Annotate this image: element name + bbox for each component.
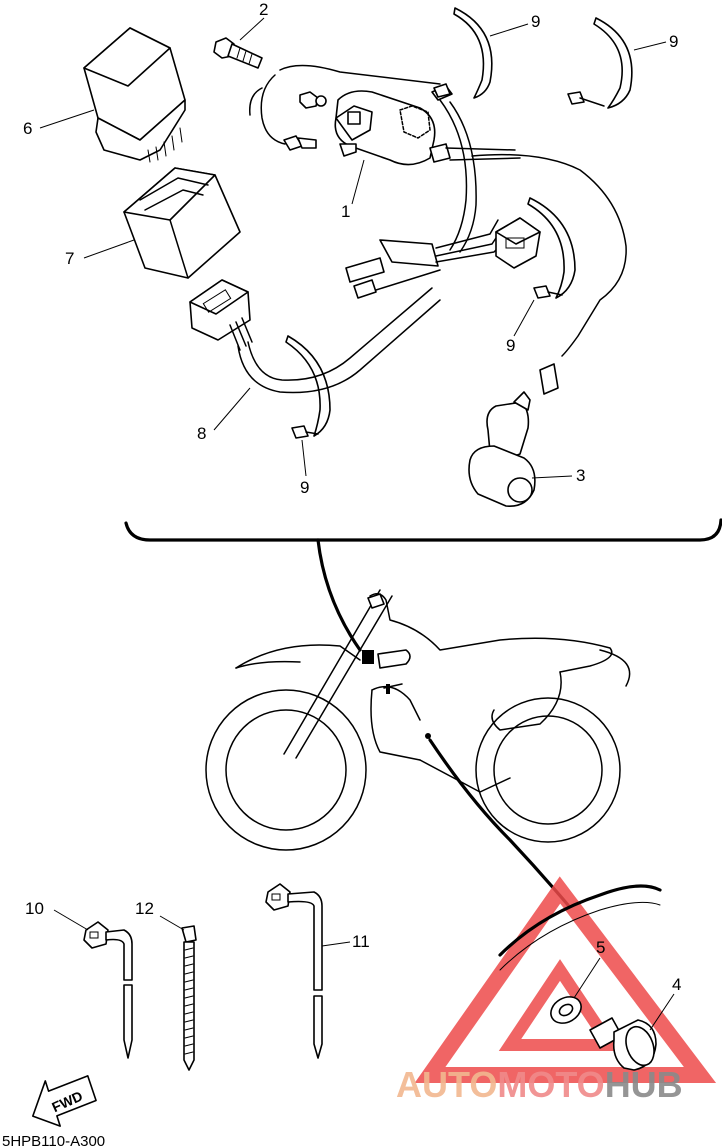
fwd-arrow: FWD — [32, 1075, 97, 1127]
watermark-text-auto: AUTO — [396, 1064, 497, 1105]
band-part-9-b — [567, 17, 633, 109]
rubber-cover-part-7 — [123, 167, 241, 279]
bolt-part-4 — [589, 1017, 657, 1071]
watermark-text: AUTOMOTOHUB — [396, 1064, 683, 1105]
callout-7: 7 — [65, 249, 74, 268]
callout-6: 6 — [23, 119, 32, 138]
watermark-triangle — [414, 876, 717, 1083]
band-part-9-c — [527, 197, 576, 299]
callout-4: 4 — [672, 975, 681, 994]
callout-9-mid-right: 9 — [506, 336, 515, 355]
detail-arc-inner — [499, 901, 661, 971]
detail-arc — [498, 884, 662, 957]
callout-9-lower-left: 9 — [300, 478, 309, 497]
band-part-11 — [265, 883, 323, 1059]
cable-tie-part-12 — [181, 925, 197, 1071]
watermark-logo — [414, 876, 717, 1083]
callout-5: 5 — [596, 938, 605, 957]
wire-harness-part-8 — [189, 153, 627, 394]
watermark-text-moto: MOTO — [497, 1064, 604, 1105]
band-part-10 — [83, 921, 133, 1059]
detail-pointer-line — [316, 538, 362, 652]
callout-12: 12 — [135, 899, 154, 918]
watermark-text-hub: HUB — [605, 1064, 683, 1105]
detail-bracket — [124, 518, 722, 542]
callout-1: 1 — [341, 202, 350, 221]
cdi-unit-part-6 — [83, 27, 186, 163]
washer-part-5 — [550, 996, 582, 1024]
callout-2: 2 — [259, 0, 268, 19]
callout-8: 8 — [197, 424, 206, 443]
bolt-part-2 — [213, 37, 263, 69]
band-part-9-a — [433, 7, 493, 99]
callout-11: 11 — [352, 932, 370, 951]
callout-3: 3 — [576, 466, 585, 485]
callout-9-top-right: 9 — [669, 32, 678, 51]
callout-10: 10 — [25, 899, 44, 918]
spark-plug-cap-part-3 — [468, 363, 559, 507]
ground-wire — [428, 738, 570, 907]
motorcycle-outline — [205, 589, 631, 851]
band-part-9-d — [285, 335, 331, 439]
diagram-code: 5HPB110-A300 — [2, 1133, 105, 1148]
callout-9-top-left: 9 — [531, 12, 540, 31]
